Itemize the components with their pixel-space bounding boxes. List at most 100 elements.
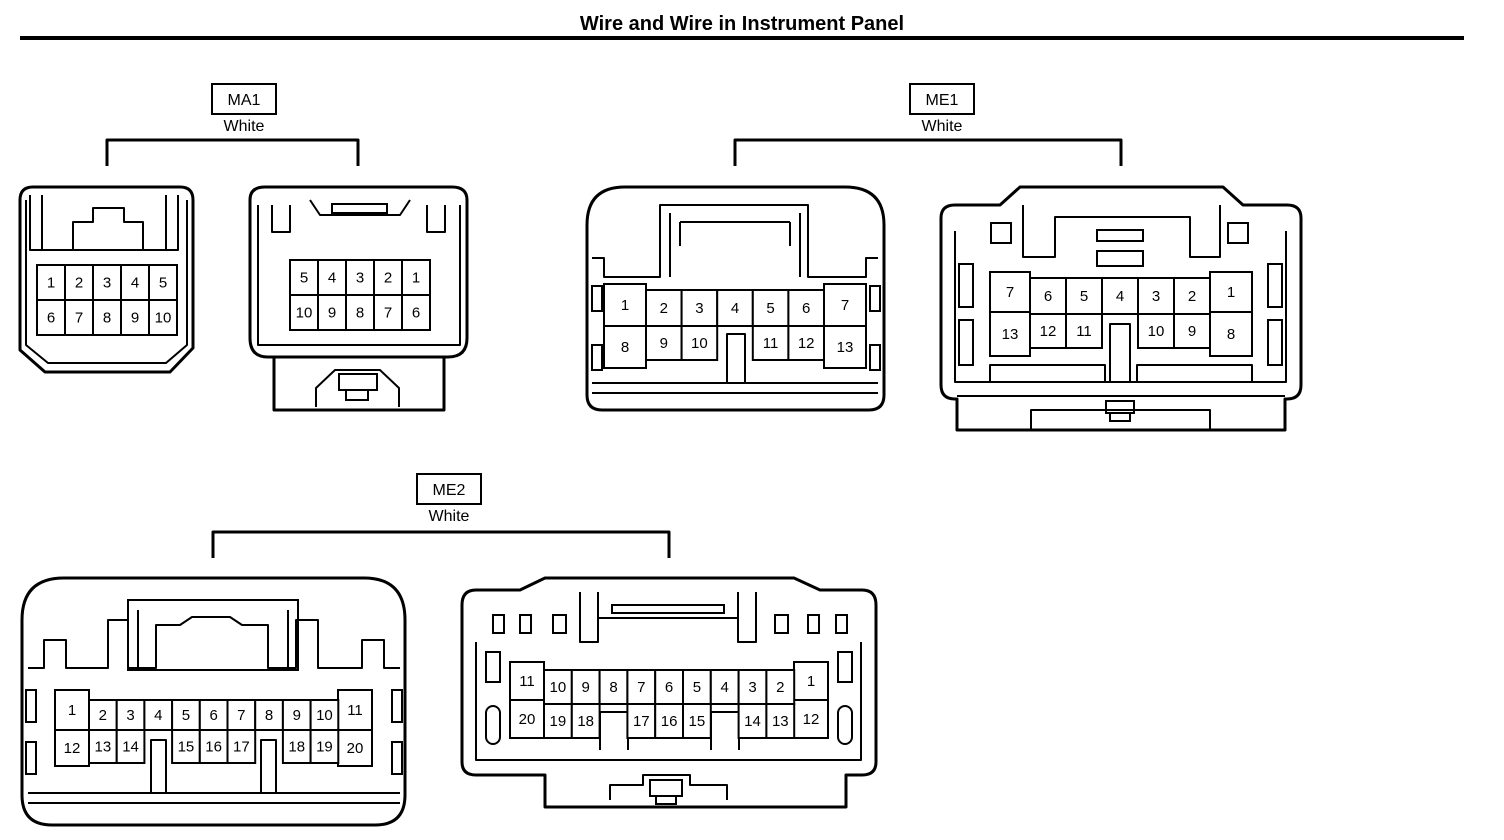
pin-number: 4	[154, 707, 162, 724]
page-title: Wire and Wire in Instrument Panel	[580, 13, 904, 35]
ma1-male-inner	[257, 205, 461, 346]
ma1-female-rail	[41, 195, 167, 250]
pin-number: 19	[316, 739, 333, 756]
me1-male-slot	[1096, 250, 1144, 267]
ma1-male-lock-tab	[338, 373, 378, 391]
me1-male-lock-tab	[1105, 400, 1135, 414]
pin-number: 10	[1148, 323, 1165, 340]
pin-number: 2	[384, 270, 392, 287]
pin-cell	[570, 669, 601, 705]
pin-number: 17	[233, 739, 250, 756]
pin-cell	[680, 325, 719, 361]
me2-female-housing	[20, 576, 407, 827]
pin-number: 10	[550, 679, 567, 696]
pin-cell	[509, 699, 545, 739]
pin-cell	[793, 661, 829, 701]
me1-male-side-slot	[1267, 319, 1283, 366]
pin-number: 5	[1080, 288, 1088, 305]
me1-female-base-lines	[592, 382, 878, 394]
pin-number: 3	[356, 270, 364, 287]
me2-female-side-slot	[25, 689, 37, 723]
pin-number: 6	[665, 679, 673, 696]
pin-number: 10	[316, 707, 333, 724]
ma1-female-housing	[18, 185, 195, 374]
pin-cell	[787, 325, 826, 361]
connector-id-box	[211, 83, 277, 115]
pin-number: 9	[293, 707, 301, 724]
me2-male-slot	[611, 604, 725, 614]
pin-number: 7	[1006, 284, 1014, 301]
me2-male-tab	[774, 614, 789, 634]
me2-male-side-slot	[837, 651, 853, 683]
pin-number: 2	[660, 300, 668, 317]
pin-number: 11	[519, 673, 535, 690]
ma1-male-latch-slot	[331, 203, 388, 214]
me2-female-side-slot	[25, 741, 37, 775]
pin-number: 9	[328, 305, 336, 322]
pin-cell	[1101, 277, 1139, 315]
pin-number: 2	[776, 679, 784, 696]
me1-male-housing	[939, 185, 1303, 432]
pin-cell	[198, 729, 229, 764]
pin-number: 6	[412, 305, 420, 322]
me2-male-tab	[492, 614, 505, 634]
me2-male-side-slot	[485, 705, 501, 745]
pin-number: 20	[519, 711, 536, 728]
me2-female-latch-rail	[137, 610, 289, 668]
pin-number: 8	[356, 305, 364, 322]
pin-number: 3	[748, 679, 756, 696]
pin-cell	[345, 294, 375, 331]
me2-male-side-slot	[485, 651, 501, 683]
pin-number: 9	[1188, 323, 1196, 340]
pin-cell	[373, 294, 403, 331]
me2-male-inner	[475, 642, 862, 761]
connector-id: MA1	[228, 92, 261, 109]
me1-male-tab	[1227, 222, 1249, 244]
pin-number: 8	[609, 679, 617, 696]
pin-cell	[1029, 277, 1067, 315]
me2-female-side-slot	[391, 689, 403, 723]
ma1-male-lock-housing	[272, 357, 446, 412]
me2-male-lock-tab	[655, 795, 677, 805]
me2-male-lock	[609, 774, 728, 800]
pin-cell	[88, 699, 118, 731]
pin-number: 7	[841, 297, 849, 314]
pin-cell	[1209, 271, 1253, 313]
pin-number: 1	[621, 297, 629, 314]
connector-id-box	[416, 473, 482, 505]
pin-number: 9	[582, 679, 590, 696]
me2-female-latch	[127, 599, 299, 671]
connector-id: ME2	[433, 482, 466, 499]
pin-number: 3	[126, 707, 134, 724]
me2-female-side-slot	[391, 741, 403, 775]
me2-male-housing	[460, 576, 878, 809]
me1-male-lock-tab	[1109, 412, 1131, 422]
pin-number: 4	[1116, 288, 1124, 305]
pin-number: 11	[763, 335, 779, 352]
me1-male-side-slot	[958, 263, 974, 308]
ma1-male-latch	[309, 199, 411, 216]
connector-shapes	[18, 138, 1303, 827]
pin-number: 1	[47, 275, 55, 292]
me2-male-tab	[835, 614, 848, 634]
pin-cell	[823, 283, 867, 327]
me1-female-latch	[669, 213, 801, 277]
pin-cell	[751, 325, 790, 361]
pin-cell	[171, 699, 201, 731]
pin-number: 5	[766, 300, 774, 317]
pin-cell	[1173, 277, 1211, 315]
connector-color: White	[922, 118, 963, 135]
connector-id: ME1	[926, 92, 959, 109]
me1-female-inner-top	[592, 204, 878, 278]
pin-cell	[765, 669, 796, 705]
pin-number: 18	[577, 713, 594, 730]
pin-cell	[1065, 313, 1103, 349]
pin-number: 10	[691, 335, 708, 352]
bracket-line	[105, 138, 360, 166]
pin-number: 13	[95, 739, 112, 756]
pin-number: 7	[75, 310, 83, 327]
pin-number: 6	[802, 300, 810, 317]
pin-number: 10	[296, 305, 313, 322]
pin-cell	[989, 311, 1031, 357]
